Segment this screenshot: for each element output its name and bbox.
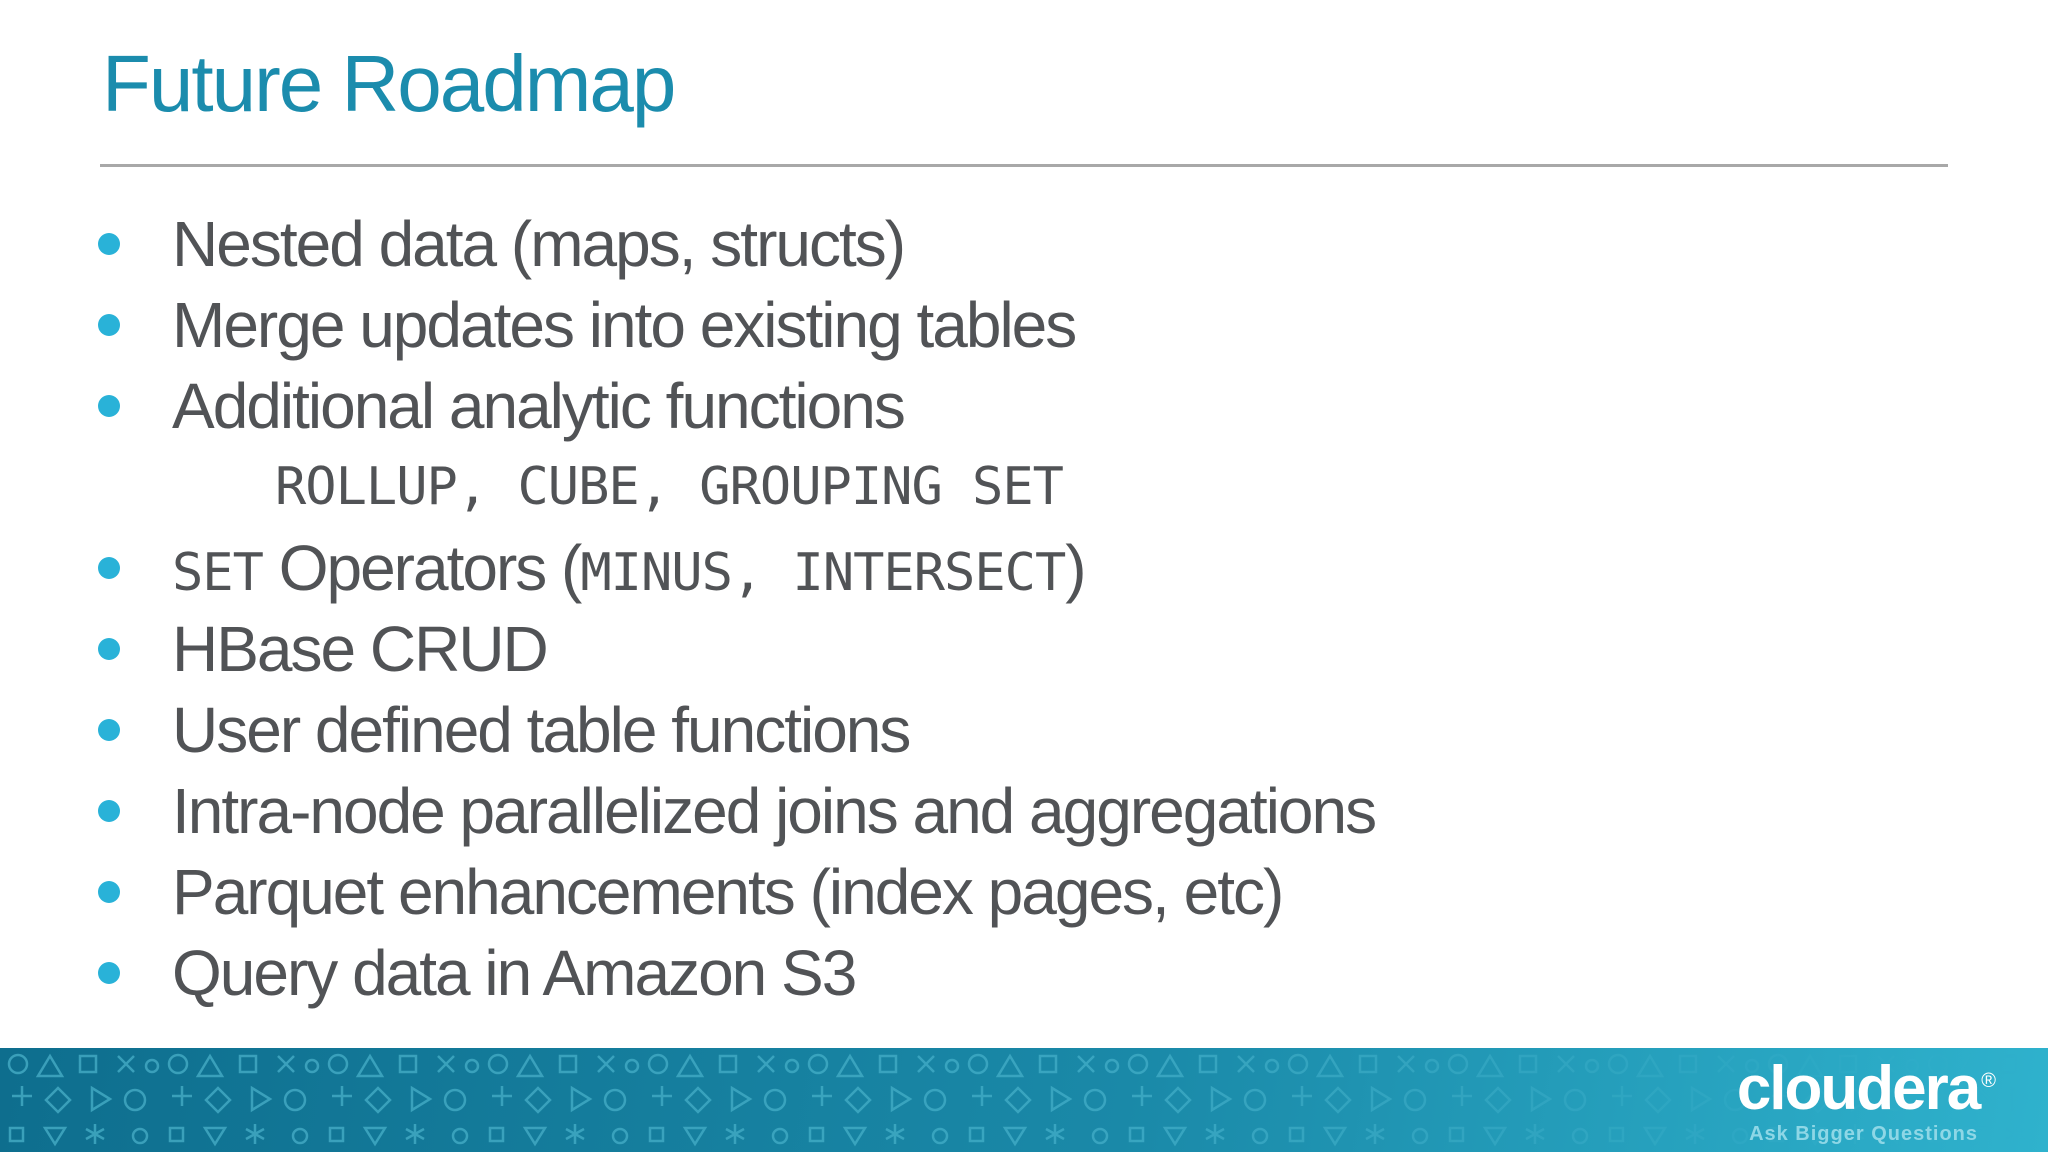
bullet-item: Intra-node parallelized joins and aggreg… (98, 770, 1377, 851)
bullet-item: Additional analytic functions (98, 365, 1375, 446)
code-subitem: ROLLUP, CUBE, GROUPING SET (98, 446, 1375, 527)
bullet-list: Nested data (maps, structs) Merge update… (98, 203, 1377, 1013)
footer-band: cloudera® Ask Bigger Questions (0, 1048, 2048, 1152)
bullet-item: Merge updates into existing tables (98, 284, 1375, 365)
cloudera-logo-block: cloudera® Ask Bigger Questions (1736, 1054, 1996, 1146)
bullet-text: SET Operators (MINUS, INTERSECT) (172, 531, 1087, 604)
cloudera-logo: cloudera® (1736, 1054, 1996, 1123)
bullet-icon (98, 961, 120, 984)
footer-geometric-pattern-icon (0, 1048, 2048, 1152)
slide-title: Future Roadmap (102, 39, 676, 128)
registered-trademark: ® (1981, 1070, 1996, 1093)
bullet-text: Merge updates into existing tables (172, 288, 1077, 361)
logo-tagline: Ask Bigger Questions (1749, 1123, 1978, 1145)
code-text: MINUS, INTERSECT (580, 542, 1066, 603)
bullet-icon (98, 637, 120, 660)
bullet-icon (98, 556, 120, 579)
bullet-icon (98, 799, 120, 822)
bullet-item: Nested data (maps, structs) (98, 203, 1375, 284)
bullet-item: SET Operators (MINUS, INTERSECT) (98, 527, 1375, 608)
bullet-icon (98, 718, 120, 741)
title-divider (100, 164, 1948, 167)
bullet-text: User defined table functions (172, 693, 911, 766)
bullet-item: Query data in Amazon S3 (98, 932, 1375, 1013)
bullet-text: Query data in Amazon S3 (172, 936, 857, 1009)
bullet-text: Nested data (maps, structs) (172, 207, 906, 280)
bullet-item: HBase CRUD (98, 608, 1375, 689)
bullet-text: Additional analytic functions (172, 369, 906, 442)
bullet-item: User defined table functions (98, 689, 1375, 770)
bullet-icon (98, 313, 120, 336)
bullet-text: Intra-node parallelized joins and aggreg… (172, 774, 1377, 847)
bullet-text: Parquet enhancements (index pages, etc) (172, 855, 1284, 928)
code-text: ROLLUP, CUBE, GROUPING SET (275, 456, 1064, 517)
bullet-icon (98, 394, 120, 417)
bullet-text: HBase CRUD (172, 612, 549, 685)
code-text: SET (172, 542, 264, 603)
bullet-item: Parquet enhancements (index pages, etc) (98, 851, 1375, 932)
bullet-icon (98, 880, 120, 903)
bullet-icon (98, 232, 120, 255)
